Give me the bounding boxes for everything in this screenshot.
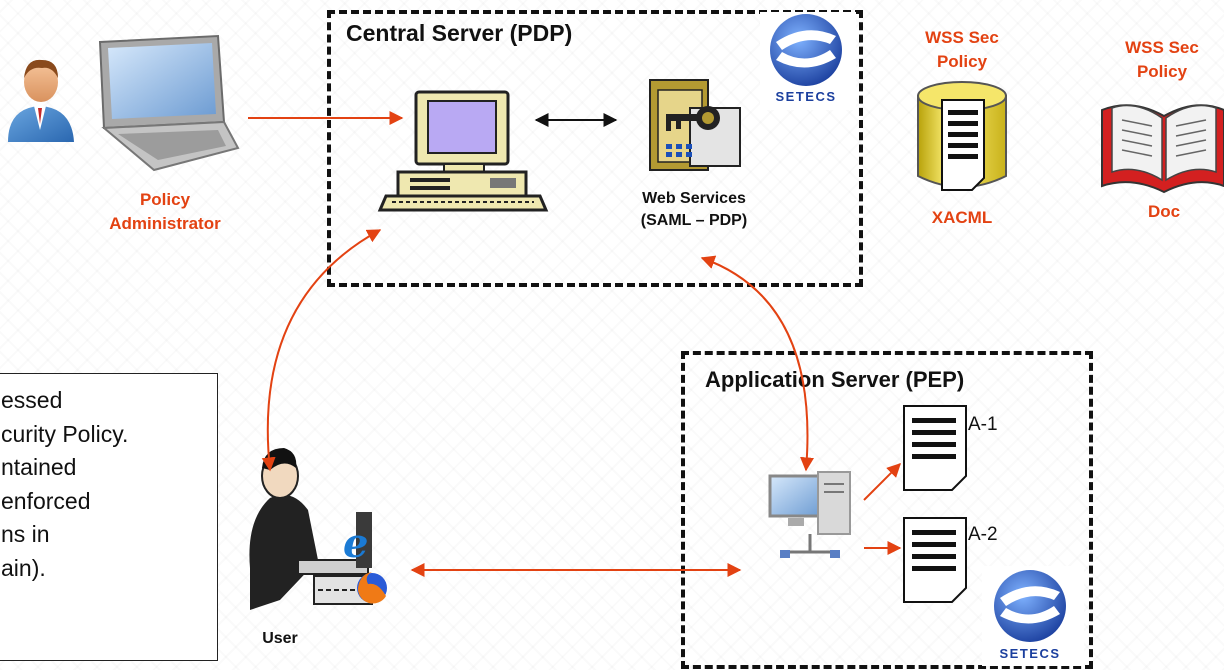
xacml-policy-header-line1: WSS Sec xyxy=(925,28,999,47)
xacml-caption: XACML xyxy=(931,208,993,227)
policy-administrator-label: Policy Administrator xyxy=(70,188,260,236)
doc-policy-header-line2: Policy xyxy=(1136,62,1188,81)
document-a2-label: A-2 xyxy=(968,524,998,545)
central-server-title: Central Server (PDP) xyxy=(346,20,573,46)
xacml-policy-header: WSS Sec Policy xyxy=(902,26,1022,74)
note-line: ns in xyxy=(1,521,50,547)
doc-policy-header-line1: WSS Sec xyxy=(1125,38,1199,57)
document-a1-label: A-1 xyxy=(968,414,998,435)
administrator-person-icon xyxy=(8,59,74,142)
central-pc-icon xyxy=(377,90,549,212)
setecs-logo-bottom: SETECS xyxy=(982,566,1084,666)
svg-text:SETECS: SETECS xyxy=(999,646,1060,661)
web-services-key-icon xyxy=(649,79,741,171)
doc-book-icon xyxy=(1101,104,1224,194)
svg-text:SETECS: SETECS xyxy=(775,89,836,104)
note-line: essed xyxy=(1,387,63,413)
note-text: essed curity Policy. ntained enforced ns… xyxy=(0,384,215,585)
laptop-icon xyxy=(98,34,240,172)
note-line: enforced xyxy=(1,487,91,514)
doc-caption: Doc xyxy=(1147,202,1181,221)
setecs-logo-top: SETECS xyxy=(760,12,856,110)
arrow-pc-to-a1 xyxy=(863,463,901,501)
xacml-policy-header-line2: Policy xyxy=(936,52,988,71)
web-services-label-line2: (SAML – PDP) xyxy=(640,212,748,229)
app-document-a2-icon xyxy=(903,517,967,603)
firefox-browser-icon xyxy=(357,572,387,604)
central-server-box xyxy=(327,10,863,287)
web-services-label-line1: Web Services xyxy=(642,190,746,207)
ie-browser-icon: e xyxy=(343,520,368,567)
application-pc-icon xyxy=(768,471,851,558)
policy-administrator-label-line2: Administrator xyxy=(109,214,221,233)
note-line: ain). xyxy=(1,554,46,581)
doc-policy-header: WSS Sec Policy xyxy=(1100,36,1224,84)
arrow-webservices-appserver xyxy=(700,255,815,472)
note-line: ntained xyxy=(1,454,77,480)
policy-administrator-label-line1: Policy xyxy=(139,190,191,209)
xacml-database-icon xyxy=(917,81,1007,191)
web-services-label: Web Services (SAML – PDP) xyxy=(594,188,794,232)
svg-text:e: e xyxy=(343,520,368,567)
note-line: curity Policy. xyxy=(1,420,129,447)
app-document-a1-icon xyxy=(903,405,967,491)
note-box: essed curity Policy. ntained enforced ns… xyxy=(0,373,218,661)
arrow-user-central xyxy=(261,229,382,472)
user-label: User xyxy=(262,630,298,647)
application-server-box xyxy=(681,351,1093,669)
